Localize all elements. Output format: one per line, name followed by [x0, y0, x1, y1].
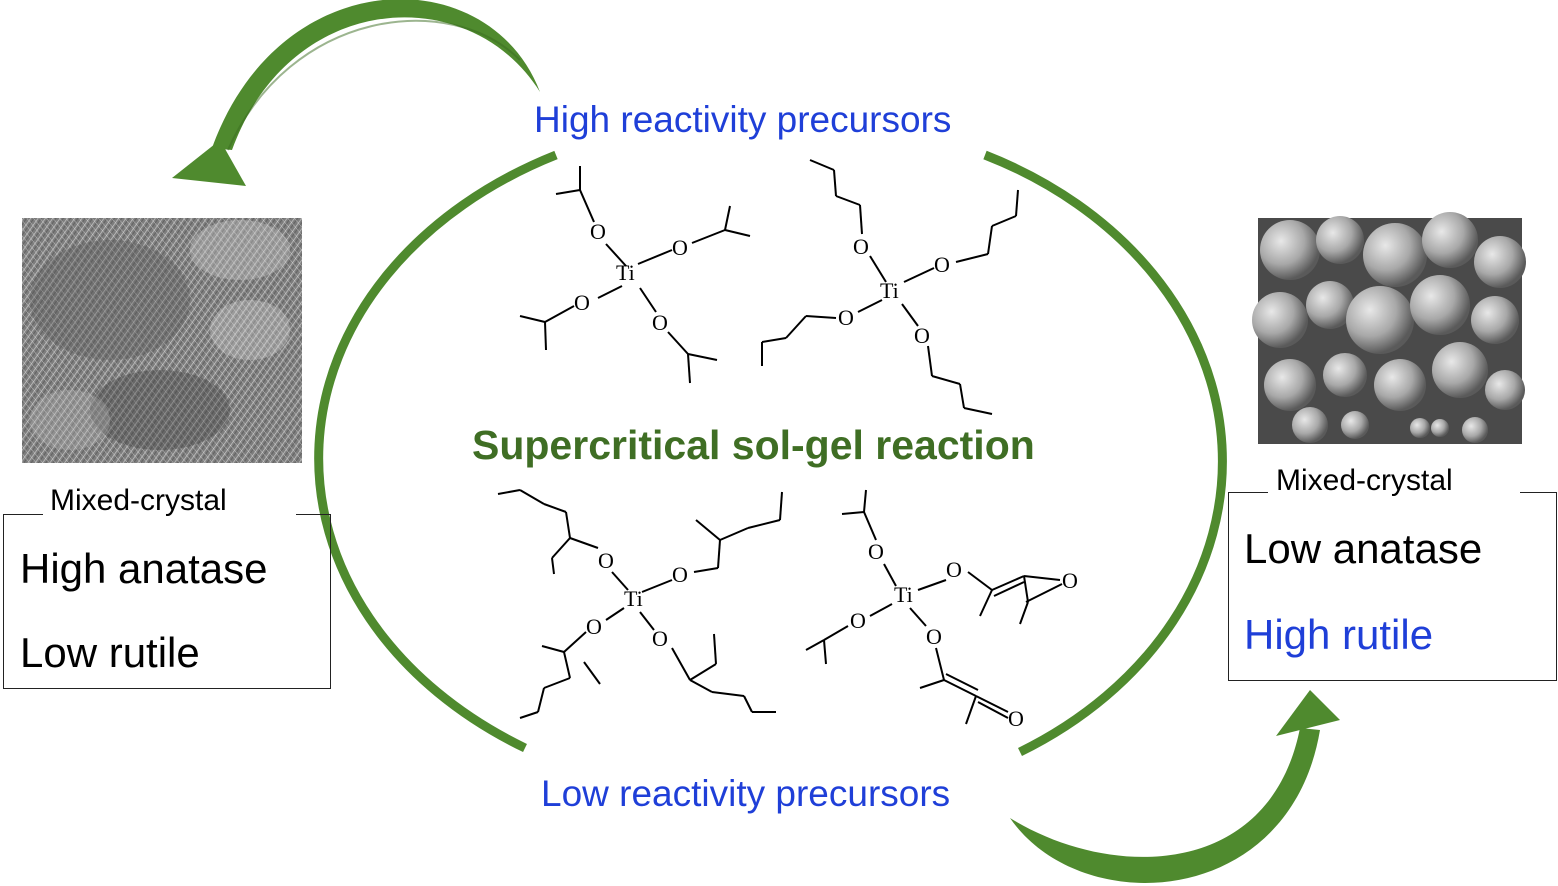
atom-ti-2: Ti — [880, 278, 899, 303]
atom-o: O — [934, 252, 950, 277]
atom-o: O — [672, 235, 688, 260]
cycle-arc-left — [314, 150, 558, 753]
right-line-low-anatase: Low anatase — [1244, 525, 1483, 572]
atom-o: O — [868, 539, 884, 564]
atom-o: O — [946, 557, 962, 582]
atom-o: O — [652, 310, 668, 335]
atom-o: O — [853, 234, 869, 259]
left-line-low-rutile: Low rutile — [20, 629, 200, 676]
diagram-title: Supercritical sol-gel reaction — [472, 422, 1035, 468]
atom-o: O — [926, 624, 942, 649]
right-box-top-border — [1520, 492, 1556, 493]
right-result-box — [1228, 492, 1557, 681]
atom-o: O — [914, 323, 930, 348]
atom-o: O — [598, 548, 614, 573]
low-reactivity-label: Low reactivity precursors — [541, 773, 951, 814]
left-box-top-border — [3, 514, 43, 515]
atom-o: O — [590, 219, 606, 244]
atom-o: O — [838, 305, 854, 330]
right-box-top-border — [1228, 492, 1268, 493]
atom-ti-1: Ti — [616, 260, 635, 285]
molecule-ti-ethylhexoxide — [497, 489, 783, 719]
left-caption: Mixed-crystal — [50, 484, 227, 517]
molecule-ti-acac — [805, 489, 1063, 725]
arrow-top-left-icon — [172, 0, 540, 186]
arrow-bottom-right-icon — [1010, 690, 1340, 883]
atom-o: O — [652, 626, 668, 651]
cycle-arc-right — [983, 150, 1227, 757]
molecule-ti-isopropoxide — [519, 166, 751, 384]
sem-image-left — [22, 218, 302, 463]
left-line-high-anatase: High anatase — [20, 545, 268, 592]
atom-o: O — [1062, 568, 1078, 593]
atom-ti-3: Ti — [624, 586, 643, 611]
sem-image-right — [1252, 212, 1526, 444]
right-line-high-rutile: High rutile — [1244, 611, 1434, 658]
atom-o: O — [850, 608, 866, 633]
atom-ti-4: Ti — [894, 582, 913, 607]
left-box-top-border — [296, 514, 330, 515]
atom-o: O — [1008, 706, 1024, 731]
atom-o: O — [586, 614, 602, 639]
right-caption: Mixed-crystal — [1276, 464, 1453, 497]
atom-o: O — [672, 562, 688, 587]
atom-o: O — [574, 290, 590, 315]
high-reactivity-label: High reactivity precursors — [534, 99, 952, 140]
left-result-box — [3, 514, 331, 689]
molecule-ti-butoxide — [761, 159, 1019, 415]
